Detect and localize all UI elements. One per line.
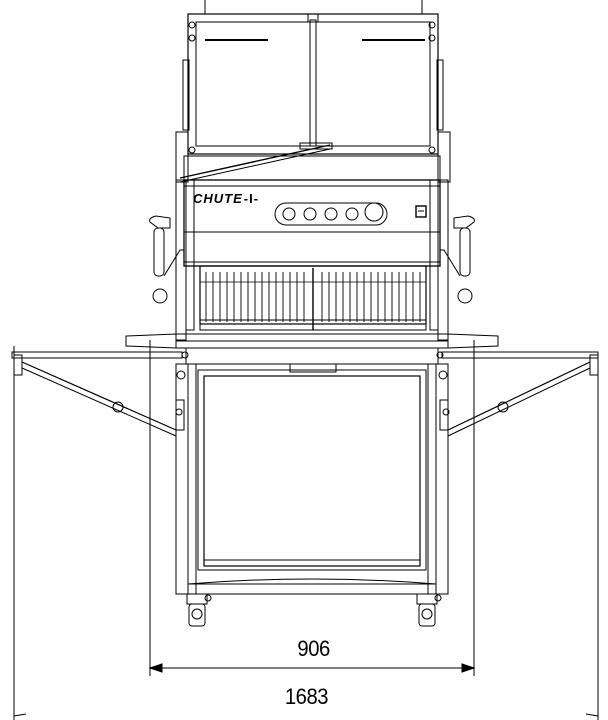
dimension-label-overall-width: 1683: [284, 684, 329, 709]
dimension-1683: [13, 360, 599, 720]
left-folding-shelf: [11, 346, 183, 720]
brand-label: CHUTE-I-: [193, 191, 260, 206]
control-knobs: [282, 202, 384, 222]
right-handle: [440, 215, 475, 304]
knob-2-icon[interactable]: [303, 207, 317, 221]
knob-4-icon[interactable]: [345, 207, 359, 221]
power-switch-icon[interactable]: [415, 205, 427, 218]
right-folding-shelf: [441, 351, 599, 437]
dimension-label-inner-width: 906: [297, 636, 330, 661]
brand-mark-icon: -I-: [243, 191, 260, 206]
control-strip: [274, 202, 388, 226]
dimension-906: [148, 340, 476, 676]
hopper-frame: [175, 0, 451, 183]
blade-grid: [175, 179, 449, 341]
right-caster-icon: [416, 593, 442, 627]
left-handle: [149, 215, 184, 304]
left-caster-icon: [186, 593, 212, 627]
knob-3-icon[interactable]: [324, 207, 338, 221]
stand: [175, 351, 449, 595]
main-knob-icon[interactable]: [364, 202, 384, 222]
knob-1-icon[interactable]: [282, 207, 296, 221]
crossbar: [125, 333, 499, 373]
